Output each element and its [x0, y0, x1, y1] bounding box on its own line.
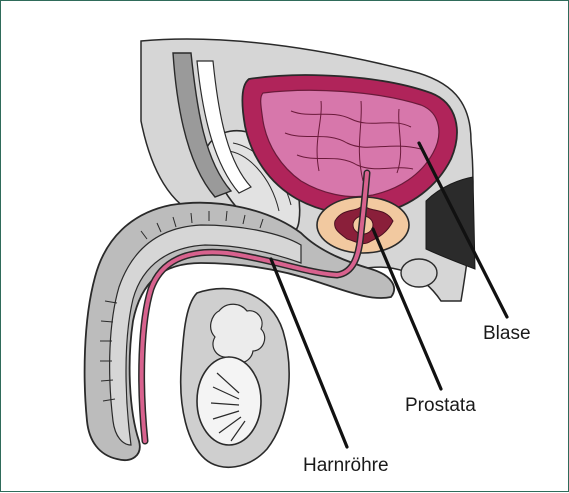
label-blase: Blase: [483, 323, 531, 344]
label-prostata: Prostata: [405, 395, 476, 416]
label-harnroehre: Harnröhre: [303, 455, 389, 476]
testis: [197, 357, 261, 445]
bulbourethral-area: [401, 259, 437, 287]
